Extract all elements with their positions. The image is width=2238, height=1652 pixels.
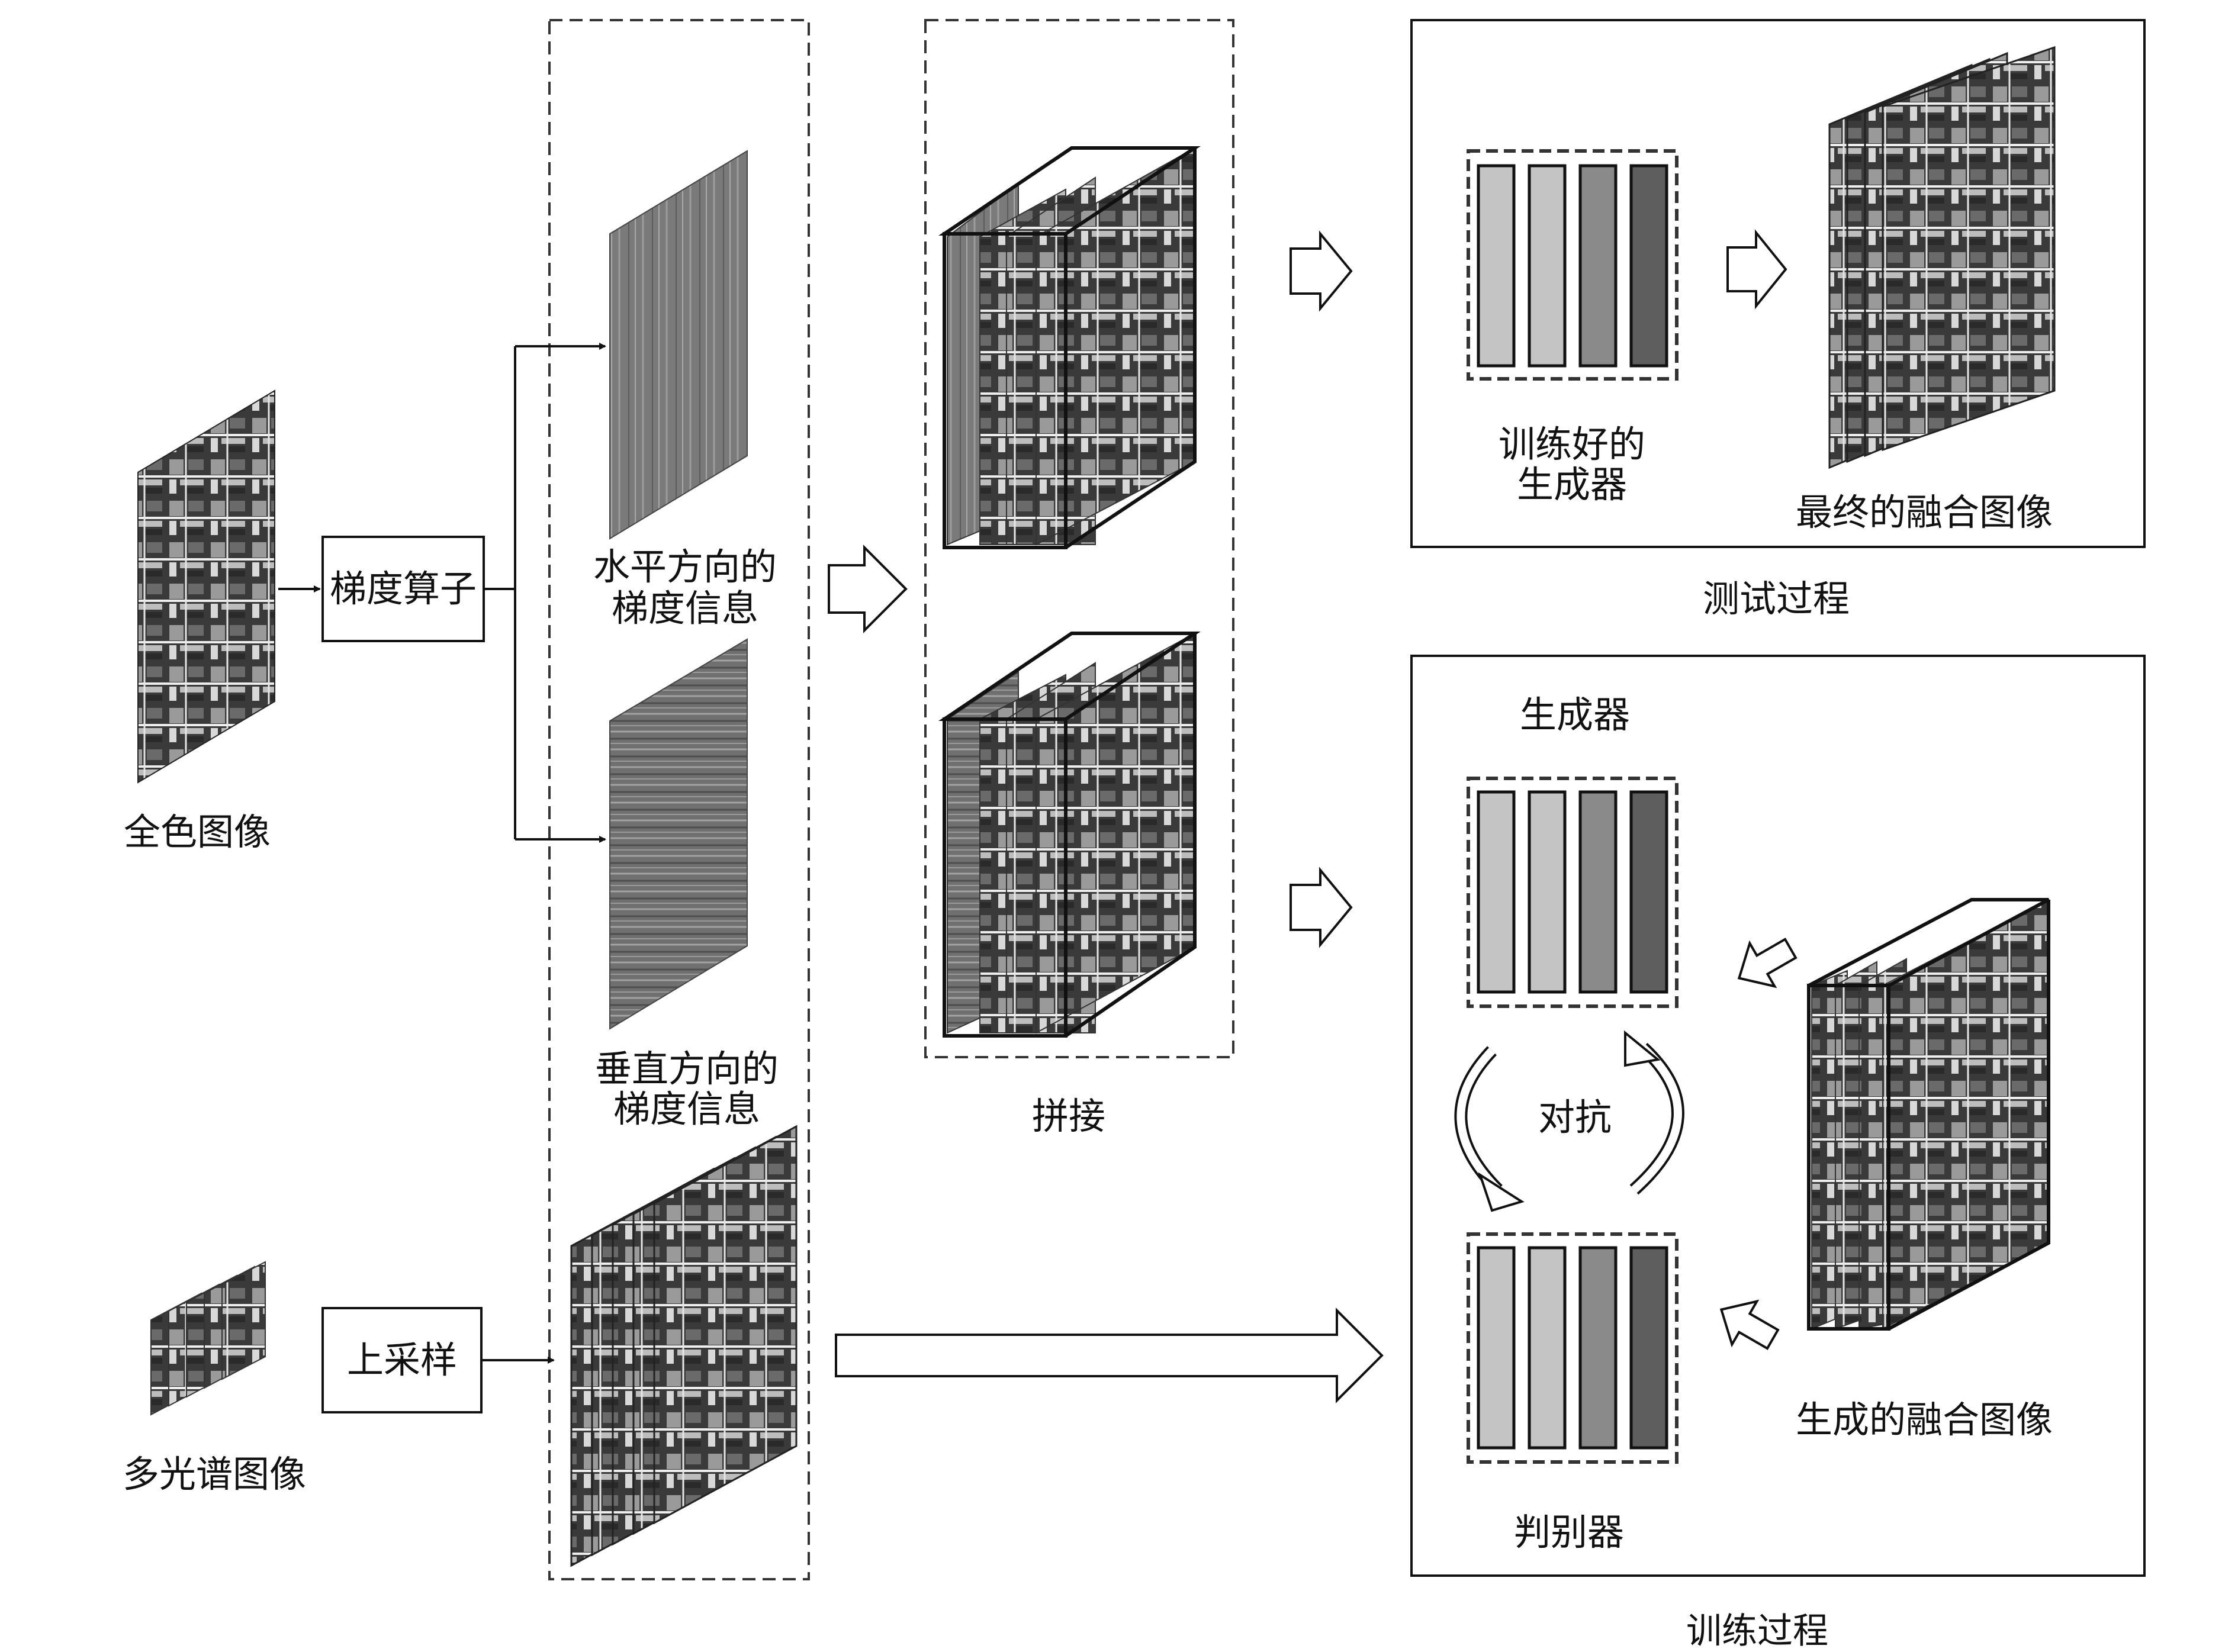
gradient-operator-label: 梯度算子 <box>329 567 477 610</box>
upsampled-multispectral-image <box>570 1125 798 1567</box>
concat-cube-top <box>938 146 1201 549</box>
upsample-operator-label: 上采样 <box>346 1338 457 1382</box>
trained-generator-label-line2: 生成器 <box>1516 463 1628 506</box>
generator-to-result-block-arrow <box>1726 229 1787 310</box>
ms-to-train-long-arrow <box>835 1308 1384 1403</box>
fused-to-generator-arrow <box>1737 938 1798 988</box>
multispectral-image-label: 多光谱图像 <box>122 1453 307 1496</box>
concat-label: 拼接 <box>1031 1094 1106 1138</box>
adversarial-label: 对抗 <box>1538 1096 1612 1139</box>
final-fused-image-label: 最终的融合图像 <box>1795 491 2053 534</box>
gradient-operator-box <box>321 536 485 642</box>
horizontal-gradient-image <box>609 150 748 540</box>
adversarial-cycle-left-arrow <box>1454 1046 1525 1212</box>
concat-cube-bottom <box>938 632 1201 1038</box>
discriminator-network <box>1467 1232 1678 1464</box>
generated-fused-cube <box>1807 898 2050 1331</box>
test-process-caption: 测试过程 <box>1702 577 1850 620</box>
to-concat-block-arrow <box>828 545 908 633</box>
trained-generator-label-line1: 训练好的 <box>1498 423 1646 466</box>
adversarial-cycle-right-arrow <box>1624 1030 1684 1195</box>
test-panel <box>1410 19 2146 548</box>
generated-fused-image-label: 生成的融合图像 <box>1795 1398 2053 1441</box>
panchromatic-image-label: 全色图像 <box>123 810 271 854</box>
trained-generator-network <box>1467 149 1678 381</box>
horizontal-gradient-label-line1: 水平方向的 <box>593 545 777 588</box>
generator-network <box>1467 777 1678 1008</box>
multispectral-image <box>150 1261 266 1416</box>
upsample-operator-box <box>321 1307 483 1413</box>
final-fused-image <box>1828 46 2056 469</box>
panchromatic-image <box>137 389 275 784</box>
to-test-block-arrow <box>1290 230 1353 312</box>
gradient-info-group <box>548 19 810 1580</box>
train-panel <box>1410 655 2146 1577</box>
horizontal-gradient-label-line2: 梯度信息 <box>611 587 759 630</box>
concat-group <box>924 19 1234 1058</box>
discriminator-label: 判别器 <box>1513 1511 1625 1554</box>
vertical-gradient-label-line2: 梯度信息 <box>613 1087 761 1131</box>
generator-label: 生成器 <box>1519 693 1631 736</box>
train-process-caption: 训练过程 <box>1686 1611 1828 1652</box>
vertical-gradient-label-line1: 垂直方向的 <box>594 1047 779 1090</box>
fused-to-discriminator-arrow <box>1719 1299 1780 1350</box>
to-train-block-arrow <box>1290 867 1353 948</box>
vertical-gradient-image <box>609 638 748 1030</box>
